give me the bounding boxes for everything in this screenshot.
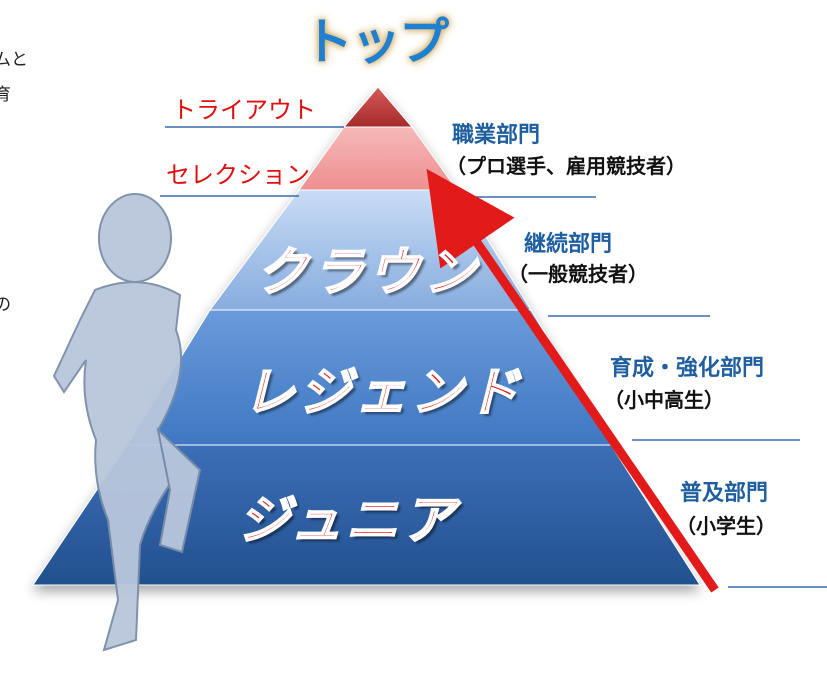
diagram-title: トップ — [303, 13, 449, 71]
selection-label: セレクション — [166, 161, 310, 189]
left-text-fragment-2: 育 — [0, 85, 11, 105]
progress-arrow — [426, 168, 719, 593]
left-text-fragment-4: の — [0, 295, 11, 315]
dept-professional-subtitle: （プロ選手、雇用競技者） — [446, 154, 686, 178]
dept-spread-subtitle: （小学生） — [676, 514, 776, 538]
dept-development-subtitle: （小中高生） — [604, 388, 724, 412]
dept-spread-title: 普及部門 — [680, 481, 769, 506]
junior-tier-label: ジュニア — [237, 490, 459, 552]
left-text-fragment-3: 、 — [0, 248, 11, 273]
tier-junior — [32, 444, 701, 586]
runner-illustration — [52, 193, 202, 652]
tier-tryout — [342, 86, 414, 128]
tier-selection — [298, 126, 458, 191]
dept-continuing-title: 継続部門 — [524, 232, 613, 257]
dept-continuing-subtitle: （一般競技者） — [508, 262, 648, 286]
legend-tier-label: レジェンド — [242, 362, 524, 424]
left-text-fragment-1: ムと — [0, 50, 28, 70]
left-text-fragment-5: 、 — [0, 455, 11, 480]
dept-professional-title: 職業部門 — [452, 123, 541, 148]
crown-tier-label: クラウン — [255, 242, 481, 304]
dept-development-title: 育成・強化部門 — [610, 356, 765, 381]
tryout-label: トライアウト — [172, 96, 316, 124]
